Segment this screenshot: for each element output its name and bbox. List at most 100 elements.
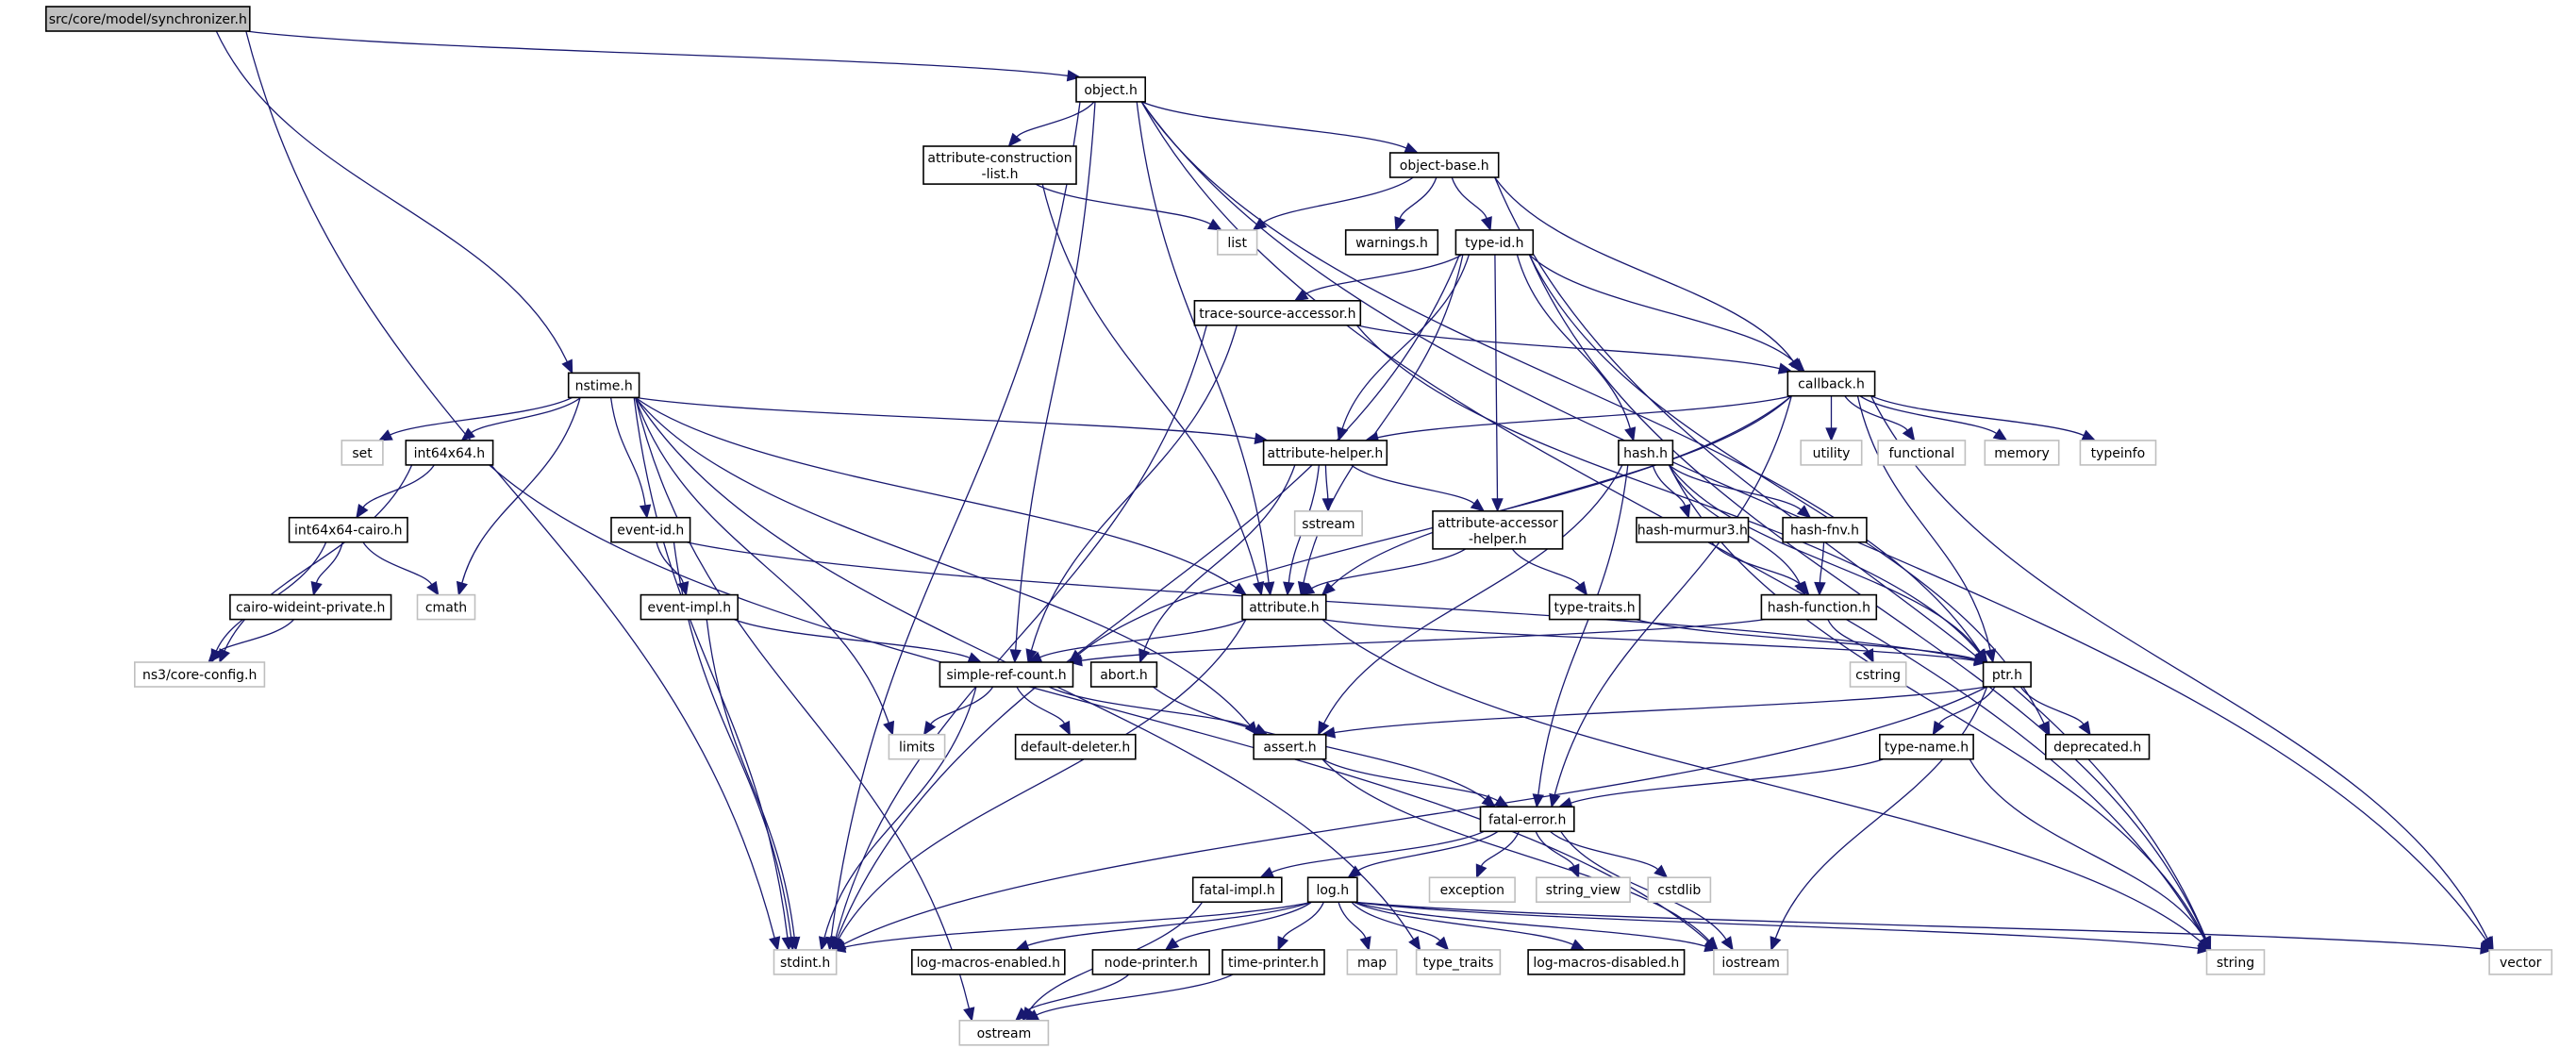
node-attrhelper[interactable]: attribute-helper.h (1262, 440, 1388, 466)
node-label: utility (1813, 446, 1851, 461)
node-deprecated[interactable]: deprecated.h (2045, 733, 2151, 760)
edge-log-to-type_traits (1351, 901, 1441, 941)
edge-typeid-to-tsa (1305, 254, 1463, 295)
node-object[interactable]: object.h (1075, 76, 1146, 103)
edge-typeid-to-callback (1528, 254, 1796, 364)
node-lmd[interactable]: log-macros-disabled.h (1527, 949, 1686, 975)
edge-int64x64-to-iostream (489, 464, 1709, 942)
node-box (773, 949, 838, 975)
edge-objectbase-to-warnings (1399, 176, 1438, 219)
arrowhead-icon (1252, 217, 1268, 231)
edge-nstime-to-eventid (609, 397, 646, 506)
node-assert[interactable]: assert.h (1253, 733, 1327, 760)
arrowhead-icon (1568, 863, 1580, 879)
node-label: string_view (1546, 883, 1620, 898)
node-box (2079, 440, 2157, 466)
arrowhead-icon (1992, 428, 2008, 441)
arrowhead-icon (1679, 504, 1691, 519)
node-box (1075, 76, 1146, 103)
node-label: log-macros-enabled.h (917, 956, 1060, 971)
node-label: event-id.h (617, 524, 684, 539)
node-box (1787, 370, 1876, 397)
node-lme[interactable]: log-macros-enabled.h (910, 949, 1066, 975)
arrowhead-icon (2199, 935, 2212, 952)
node-label: hash-murmur3.h (1637, 524, 1748, 539)
node-fatalimpl[interactable]: fatal-impl.h (1191, 876, 1283, 904)
node-eventimpl[interactable]: event-impl.h (640, 593, 740, 621)
node-ptr[interactable]: ptr.h (1982, 661, 2032, 688)
node-objectbase[interactable]: object-base.h (1388, 152, 1500, 178)
node-string: string (2205, 949, 2266, 975)
node-murmur[interactable]: hash-murmur3.h (1636, 516, 1750, 543)
node-box (134, 661, 266, 688)
node-box (2045, 733, 2151, 760)
edge-hash-to-ptr (1668, 464, 1981, 653)
node-label: event-impl.h (648, 601, 732, 616)
node-label: int64x64.h (414, 446, 486, 461)
node-nodeprinter[interactable]: node-printer.h (1091, 949, 1210, 975)
arrowhead-icon (1435, 936, 1450, 951)
node-memory: memory (1984, 440, 2060, 466)
edge-eventid-to-ptr (686, 541, 1976, 661)
node-fnv[interactable]: hash-fnv.h (1782, 516, 1868, 543)
node-label: cairo-wideint-private.h (236, 601, 385, 616)
node-aah[interactable]: attribute-accessor-helper.h (1432, 509, 1564, 550)
node-abort[interactable]: abort.h (1089, 661, 1158, 688)
node-log[interactable]: log.h (1306, 876, 1358, 904)
node-cstring: cstring (1849, 661, 1907, 688)
node-typeid[interactable]: type-id.h (1454, 229, 1535, 256)
arrowhead-icon (1321, 498, 1335, 513)
node-box (1089, 661, 1158, 688)
node-box (288, 516, 408, 543)
node-box (341, 440, 384, 466)
edge-attrhelper-to-aah (1350, 464, 1475, 505)
edge-hash-to-murmur (1652, 464, 1687, 507)
node-box (1253, 733, 1327, 760)
node-tsa[interactable]: trace-source-accessor.h (1193, 299, 1362, 326)
arrowhead-icon (2038, 720, 2051, 736)
edge-callback-to-typeinfo (1870, 395, 2085, 437)
arrowhead-icon (1207, 218, 1222, 231)
node-hashfn[interactable]: hash-function.h (1760, 593, 1878, 621)
node-typename[interactable]: type-name.h (1879, 733, 1974, 760)
node-src[interactable]: simple-ref-count.h (939, 661, 1074, 688)
node-label: cstdlib (1657, 883, 1701, 898)
node-box (1713, 949, 1789, 975)
node-warnings[interactable]: warnings.h (1344, 229, 1439, 256)
node-nstime[interactable]: nstime.h (567, 372, 640, 399)
node-cairo[interactable]: int64x64-cairo.h (288, 516, 408, 543)
arrowhead-icon (1770, 936, 1782, 952)
edge-attrhelper-to-abort (1143, 464, 1296, 652)
arrowhead-icon (1984, 648, 1997, 664)
node-int64x64[interactable]: int64x64.h (405, 440, 494, 466)
node-attribute[interactable]: attribute.h (1241, 593, 1327, 621)
node-eventid[interactable]: event-id.h (610, 516, 691, 543)
node-label: log.h (1316, 883, 1349, 898)
node-box (1193, 299, 1362, 326)
edge-log-to-lme (1026, 901, 1312, 947)
edge-nodeprinter-to-ostream (1023, 974, 1130, 1013)
node-label: attribute-accessor (1438, 516, 1558, 531)
arrowhead-icon (2482, 936, 2494, 952)
node-deleter[interactable]: default-deleter.h (1014, 733, 1137, 760)
node-synchronizer[interactable]: src/core/model/synchronizer.h (44, 6, 251, 32)
node-wideint[interactable]: cairo-wideint-private.h (229, 593, 392, 621)
node-label: attribute-helper.h (1268, 446, 1384, 461)
node-label: assert.h (1263, 741, 1316, 756)
node-label: string (2217, 956, 2254, 971)
node-box (405, 440, 494, 466)
node-fatalerror[interactable]: fatal-error.h (1479, 806, 1575, 833)
arrowhead-icon (1814, 581, 1826, 596)
edge-aah-to-typetraitsh (1511, 548, 1581, 586)
arrowhead-icon (2480, 942, 2495, 955)
node-box (1879, 733, 1974, 760)
node-callback[interactable]: callback.h (1787, 370, 1876, 397)
edge-nstime-to-assert (635, 396, 1251, 726)
node-hash[interactable]: hash.h (1618, 440, 1674, 466)
node-box (44, 6, 251, 32)
node-timeprinter[interactable]: time-printer.h (1222, 949, 1325, 975)
edge-wideint-to-coreconfig (216, 619, 295, 654)
node-acl[interactable]: attribute-construction-list.h (922, 145, 1077, 185)
node-typetraitsh[interactable]: type-traits.h (1548, 593, 1641, 621)
node-box (1293, 509, 1363, 537)
